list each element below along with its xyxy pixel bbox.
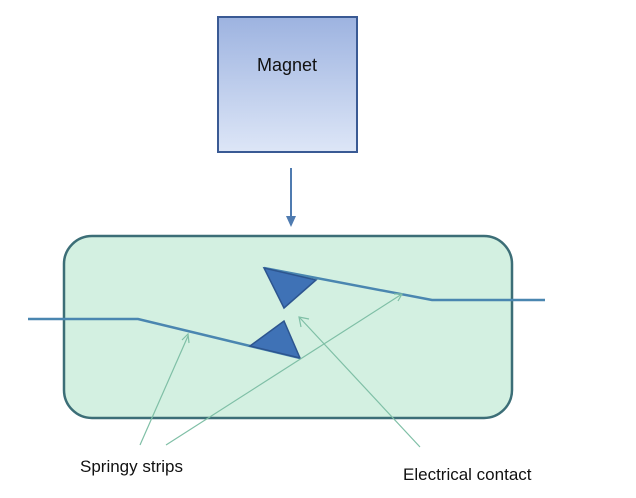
springy-strips-pointers [139,293,404,446]
springy-pointer-right [165,293,403,446]
springy-strips-label: Springy strips [80,457,183,476]
contact-pointer-line [299,317,421,448]
springy-pointer-left [139,335,189,446]
electrical-contact-pointer [298,316,421,448]
springy-pointer-left-head [181,332,190,344]
right-springy-strip [263,266,545,302]
magnet-label: Magnet [257,55,317,75]
lower-contact [248,319,302,360]
magnet-box [217,16,358,153]
upper-contact [262,266,318,310]
electrical-contact-label: Electrical contact [403,465,532,484]
magnet: Magnet [217,16,358,153]
force-arrow-head [286,216,296,227]
glass-envelope [64,236,512,418]
glass-envelope-outline [62,234,514,420]
springy-pointer-right-head [394,293,404,302]
contact-pointer-head [298,316,310,328]
left-springy-strip [28,317,301,360]
force-arrow [286,168,296,227]
